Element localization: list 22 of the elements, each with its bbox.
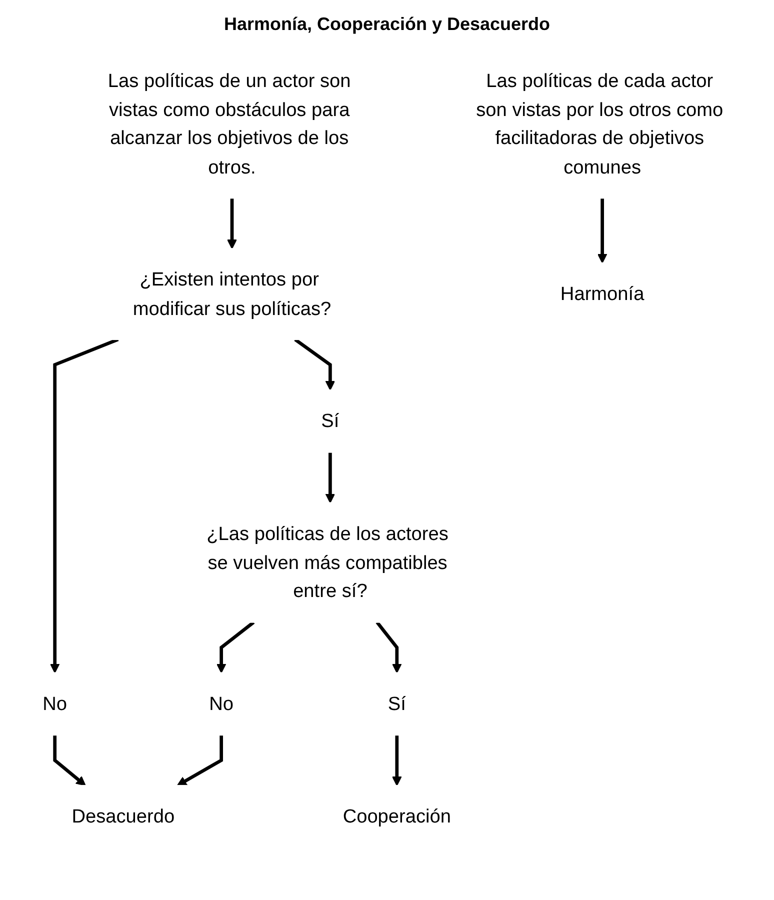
node-text: Harmonía — [560, 283, 644, 304]
arrow — [597, 198, 608, 264]
node-text: ¿Las políticas de los actores se vuelven más compatibles entre sí? — [206, 522, 448, 602]
node-text: Las políticas de un actor son vistas como obstáculos para alcanzar los objetivos de los otros. — [108, 70, 351, 178]
arrow — [392, 735, 402, 786]
node-text: Cooperación — [342, 806, 451, 828]
node-text: No — [42, 692, 68, 714]
node-text: ¿Existen intentos por modificar sus políticas? — [132, 268, 332, 319]
arrow — [227, 198, 237, 250]
arrow — [53, 735, 86, 786]
arrow — [325, 452, 336, 504]
arrow — [216, 620, 255, 674]
arrow — [50, 338, 119, 674]
diagram-title: Harmonía, Cooperación y Desacuerdo — [222, 14, 552, 35]
node-text: Sí — [321, 410, 340, 432]
arrow — [376, 621, 402, 674]
node-text: Sí — [388, 692, 406, 714]
node-text: Desacuerdo — [72, 806, 175, 828]
arrow — [176, 735, 223, 786]
node-text: Las políticas de cada actor son vistas por los otros como facilitadoras de objetivos comunes — [476, 70, 724, 178]
arrow — [294, 338, 336, 390]
node-text: No — [209, 692, 234, 714]
